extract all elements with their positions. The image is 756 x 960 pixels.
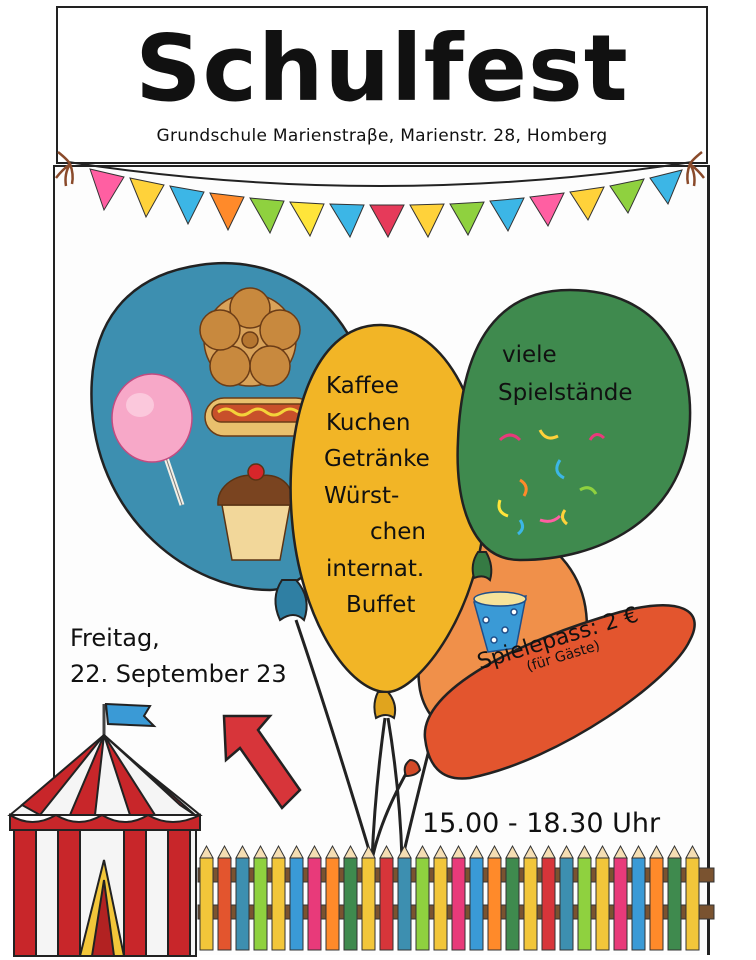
circus-tent-icon: [7, 702, 203, 957]
school-address: Grundschule Marienstraβe, Marienstr. 28,…: [156, 126, 608, 146]
green-balloon-text: viele Spielstände: [498, 336, 633, 412]
list-item: Kuchen: [326, 409, 411, 436]
green-line: Spielstände: [498, 380, 633, 406]
confetti-icon: [497, 429, 606, 536]
yellow-balloon-list: Kaffee Kuchen Getränke Würst- chen inter…: [312, 368, 462, 624]
date-line: 22. September 23: [70, 660, 287, 688]
arrow-icon: [222, 714, 302, 810]
bunting-icon: [55, 151, 705, 239]
list-item: chen: [370, 519, 426, 545]
cotton-candy-icon: [111, 373, 193, 506]
pencil-fence-icon: [197, 844, 715, 951]
page-title: Schulfest: [135, 15, 629, 122]
green-line: viele: [502, 342, 557, 368]
hotdog-icon: [204, 397, 316, 437]
list-item: Getränke: [324, 446, 430, 472]
list-item: Würst-: [324, 482, 400, 509]
date-line: Freitag,: [70, 624, 160, 652]
muffin-icon: [217, 463, 294, 561]
red-balloon: [423, 604, 696, 780]
event-time: 15.00 - 18.30 Uhr: [422, 808, 661, 839]
waffle-icon: [199, 287, 301, 387]
cup-icon: [473, 591, 527, 653]
list-item: Kaffee: [326, 373, 399, 399]
event-date: Freitag, 22. September 23: [70, 620, 287, 692]
title-box: Schulfest Grundschule Marienstraβe, Mari…: [56, 6, 708, 164]
green-balloon: [456, 288, 692, 562]
list-item: internat.: [326, 555, 425, 582]
list-item: Buffet: [346, 592, 416, 618]
